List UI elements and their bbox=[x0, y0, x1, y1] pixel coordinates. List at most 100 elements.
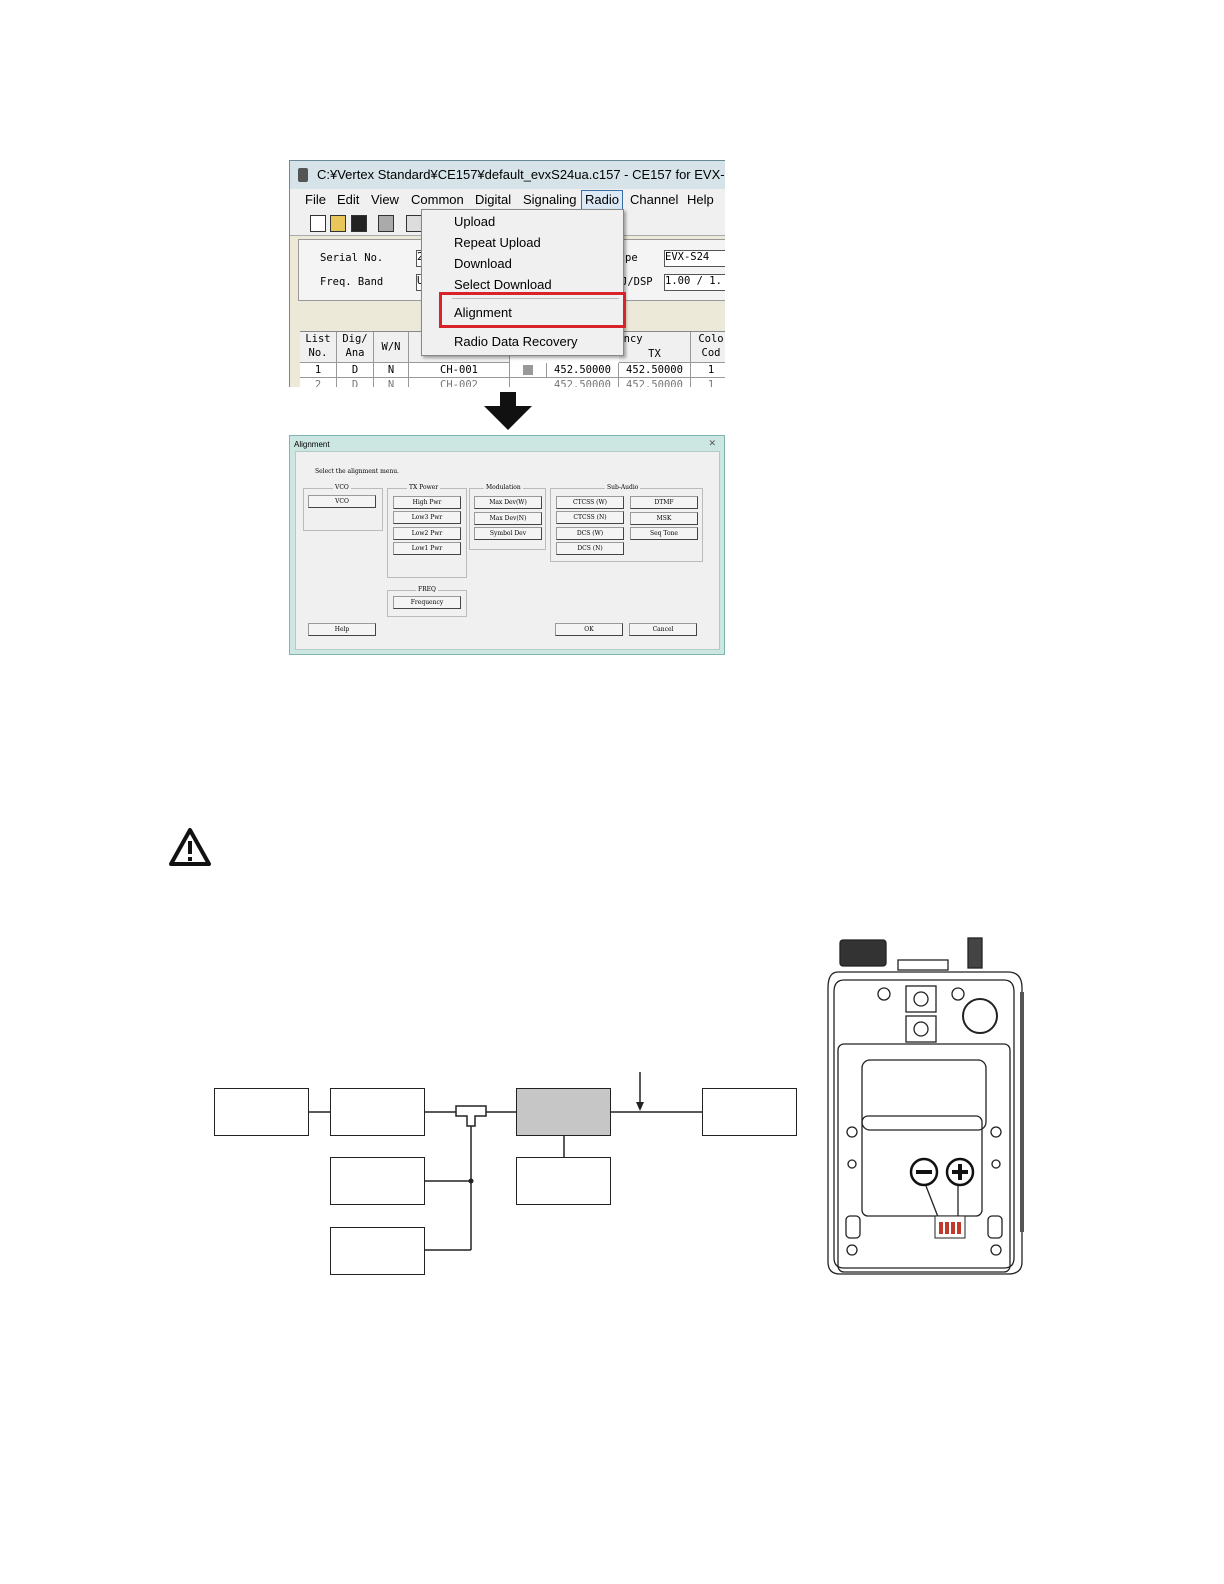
menu-view[interactable]: View bbox=[371, 192, 399, 207]
diagram-block-7 bbox=[330, 1227, 425, 1275]
menu-item-repeat-upload[interactable]: Repeat Upload bbox=[454, 235, 541, 250]
alignment-highlight-box bbox=[439, 292, 626, 328]
help-button[interactable]: Help bbox=[308, 623, 376, 636]
diagram-block-5 bbox=[330, 1157, 425, 1205]
down-arrow-icon bbox=[484, 392, 532, 430]
window-title: C:¥Vertex Standard¥CE157¥default_evxS24u… bbox=[317, 167, 725, 182]
injection-arrow-icon bbox=[636, 1102, 644, 1111]
seq-tone-button[interactable]: Seq Tone bbox=[630, 527, 698, 540]
ctcss-n-button[interactable]: CTCSS (N) bbox=[556, 511, 624, 524]
cancel-button[interactable]: Cancel bbox=[629, 623, 697, 636]
cell-wn[interactable]: N bbox=[374, 378, 409, 387]
max-dev-w-button[interactable]: Max Dev(W) bbox=[474, 496, 542, 509]
test-setup-connections bbox=[308, 1072, 702, 1251]
ok-button[interactable]: OK bbox=[555, 623, 623, 636]
vco-button[interactable]: VCO bbox=[308, 495, 376, 508]
open-folder-icon[interactable] bbox=[330, 215, 346, 232]
header-tx: TX bbox=[619, 347, 691, 363]
symbol-dev-button[interactable]: Symbol Dev bbox=[474, 527, 542, 540]
diagram-block-radio bbox=[516, 1088, 611, 1136]
menu-radio[interactable]: Radio bbox=[581, 190, 623, 210]
menu-bar: File Edit View Common Digital Signaling … bbox=[290, 189, 725, 212]
cell-list[interactable]: 2 bbox=[300, 378, 337, 387]
group-sub-audio: Sub-Audio CTCSS (W) CTCSS (N) DCS (W) DC… bbox=[550, 484, 703, 562]
cell-rx[interactable]: 452.50000 bbox=[547, 378, 619, 387]
frequency-button[interactable]: Frequency bbox=[393, 596, 461, 609]
group-modulation: Modulation Max Dev(W) Max Dev(N) Symbol … bbox=[469, 484, 546, 550]
new-file-icon[interactable] bbox=[310, 215, 326, 232]
alignment-dialog: Alignment ✕ Select the alignment menu. V… bbox=[289, 435, 725, 655]
low3-pwr-button[interactable]: Low3 Pwr bbox=[393, 511, 461, 524]
dcs-n-button[interactable]: DCS (N) bbox=[556, 542, 624, 555]
serial-label: Serial No. bbox=[320, 252, 384, 264]
menu-item-select-download[interactable]: Select Download bbox=[454, 277, 552, 292]
radio-rear-illustration bbox=[827, 937, 1024, 1275]
t-connector-icon bbox=[455, 1105, 487, 1127]
dtmf-button[interactable]: DTMF bbox=[630, 496, 698, 509]
group-freq: FREQ Frequency bbox=[387, 586, 467, 617]
cell-cc[interactable]: 1 bbox=[691, 378, 725, 387]
radio-dropdown-menu: Upload Repeat Upload Download Select Dow… bbox=[421, 209, 624, 356]
dsp-field[interactable]: 1.00 / 1. bbox=[664, 274, 725, 291]
group-label-vco: VCO bbox=[333, 484, 351, 491]
header-dig-ana: Dig/Ana bbox=[337, 332, 374, 363]
group-label-sub-audio: Sub-Audio bbox=[605, 484, 641, 491]
menu-item-alignment[interactable]: Alignment bbox=[454, 305, 512, 320]
msk-button[interactable]: MSK bbox=[630, 512, 698, 525]
cell-wn[interactable]: N bbox=[374, 363, 409, 378]
diagram-block-1 bbox=[214, 1088, 309, 1136]
menu-digital[interactable]: Digital bbox=[475, 192, 512, 207]
max-dev-n-button[interactable]: Max Dev(N) bbox=[474, 512, 542, 525]
menu-edit[interactable]: Edit bbox=[337, 192, 360, 207]
cell-dig[interactable]: D bbox=[337, 363, 374, 378]
ctcss-w-button[interactable]: CTCSS (W) bbox=[556, 496, 624, 509]
cell-tx[interactable]: 452.50000 bbox=[619, 363, 691, 378]
type-field[interactable]: EVX-S24 bbox=[664, 250, 725, 267]
group-vco: VCO VCO bbox=[303, 484, 383, 531]
menu-file[interactable]: File bbox=[305, 192, 326, 207]
type-label: pe bbox=[625, 252, 638, 264]
menu-help[interactable]: Help bbox=[687, 192, 714, 207]
dcs-w-button[interactable]: DCS (W) bbox=[556, 527, 624, 540]
close-icon[interactable]: ✕ bbox=[708, 438, 716, 448]
cell-rx[interactable]: 452.50000 bbox=[547, 363, 619, 378]
print-icon[interactable] bbox=[378, 215, 394, 232]
dialog-prompt: Select the alignment menu. bbox=[315, 468, 399, 475]
copy-icon[interactable] bbox=[406, 215, 422, 232]
dsp-label: J/DSP bbox=[621, 276, 653, 288]
cell-tx[interactable]: 452.50000 bbox=[619, 378, 691, 387]
group-label-tx-power: TX Power bbox=[407, 484, 441, 491]
menu-channel[interactable]: Channel bbox=[630, 192, 679, 207]
dialog-body: Select the alignment menu. VCO VCO TX Po… bbox=[295, 451, 720, 650]
dialog-title: Alignment bbox=[294, 440, 330, 449]
high-pwr-button[interactable]: High Pwr bbox=[393, 496, 461, 509]
cell-color-swatch[interactable] bbox=[510, 363, 547, 378]
plus-circle-icon bbox=[945, 1157, 975, 1187]
cell-list[interactable]: 1 bbox=[300, 363, 337, 378]
save-icon[interactable] bbox=[351, 215, 367, 232]
low1-pwr-button[interactable]: Low1 Pwr bbox=[393, 542, 461, 555]
cell-name[interactable]: CH-001 bbox=[409, 363, 510, 378]
diagram-block-4 bbox=[702, 1088, 797, 1136]
menu-common[interactable]: Common bbox=[411, 192, 464, 207]
menu-item-radio-data-recovery[interactable]: Radio Data Recovery bbox=[454, 334, 578, 349]
low2-pwr-button[interactable]: Low2 Pwr bbox=[393, 527, 461, 540]
group-tx-power: TX Power High Pwr Low3 Pwr Low2 Pwr Low1… bbox=[387, 484, 467, 578]
menu-separator bbox=[452, 298, 619, 299]
menu-item-upload[interactable]: Upload bbox=[454, 214, 496, 229]
header-wn: W/N bbox=[374, 332, 409, 363]
cell-cc[interactable]: 1 bbox=[691, 363, 725, 378]
menu-item-download[interactable]: Download bbox=[454, 256, 512, 271]
cell-name[interactable]: CH-002 bbox=[409, 378, 510, 387]
diagram-block-2 bbox=[330, 1088, 425, 1136]
group-label-modulation: Modulation bbox=[484, 484, 523, 491]
freq-band-label: Freq. Band bbox=[320, 276, 384, 288]
minus-circle-icon bbox=[909, 1157, 939, 1187]
group-label-freq: FREQ bbox=[416, 586, 438, 593]
window-title-bar: C:¥Vertex Standard¥CE157¥default_evxS24u… bbox=[290, 161, 725, 189]
menu-signaling[interactable]: Signaling bbox=[523, 192, 577, 207]
cell-dig[interactable]: D bbox=[337, 378, 374, 387]
warning-triangle-icon bbox=[169, 828, 211, 866]
